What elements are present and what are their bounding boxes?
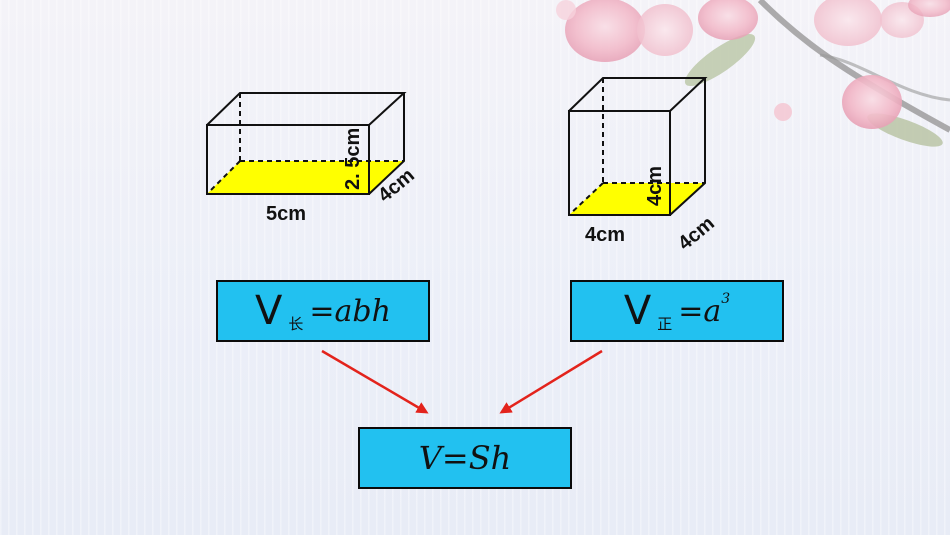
cuboid-base-face [207,161,404,194]
arrow-right [499,349,603,414]
cube-volume-v: V [623,288,652,334]
cuboid-volume-v: V [255,288,283,334]
cuboid-volume-subscript: 长 [288,314,304,333]
cuboid-front-face [206,124,370,195]
cube-volume-expression: =a [678,293,722,329]
cuboid-hidden-edges [206,93,404,195]
cuboid-volume-expression: =abh [309,293,391,329]
cube-volume-subscript: 正 [657,314,673,333]
cube-front-face [568,110,671,216]
cuboid-volume-formula-box: V 长 =abh [216,280,430,342]
general-volume-expression: V=Sh [418,439,512,477]
arrow-left [321,349,429,414]
cube-width-label: 4cm [585,224,626,246]
general-volume-formula-box: V=Sh [358,427,572,489]
cube-volume-exponent: 3 [721,291,731,307]
cuboid-width-label: 5cm [266,203,307,225]
cube-hidden-edges [568,78,705,216]
